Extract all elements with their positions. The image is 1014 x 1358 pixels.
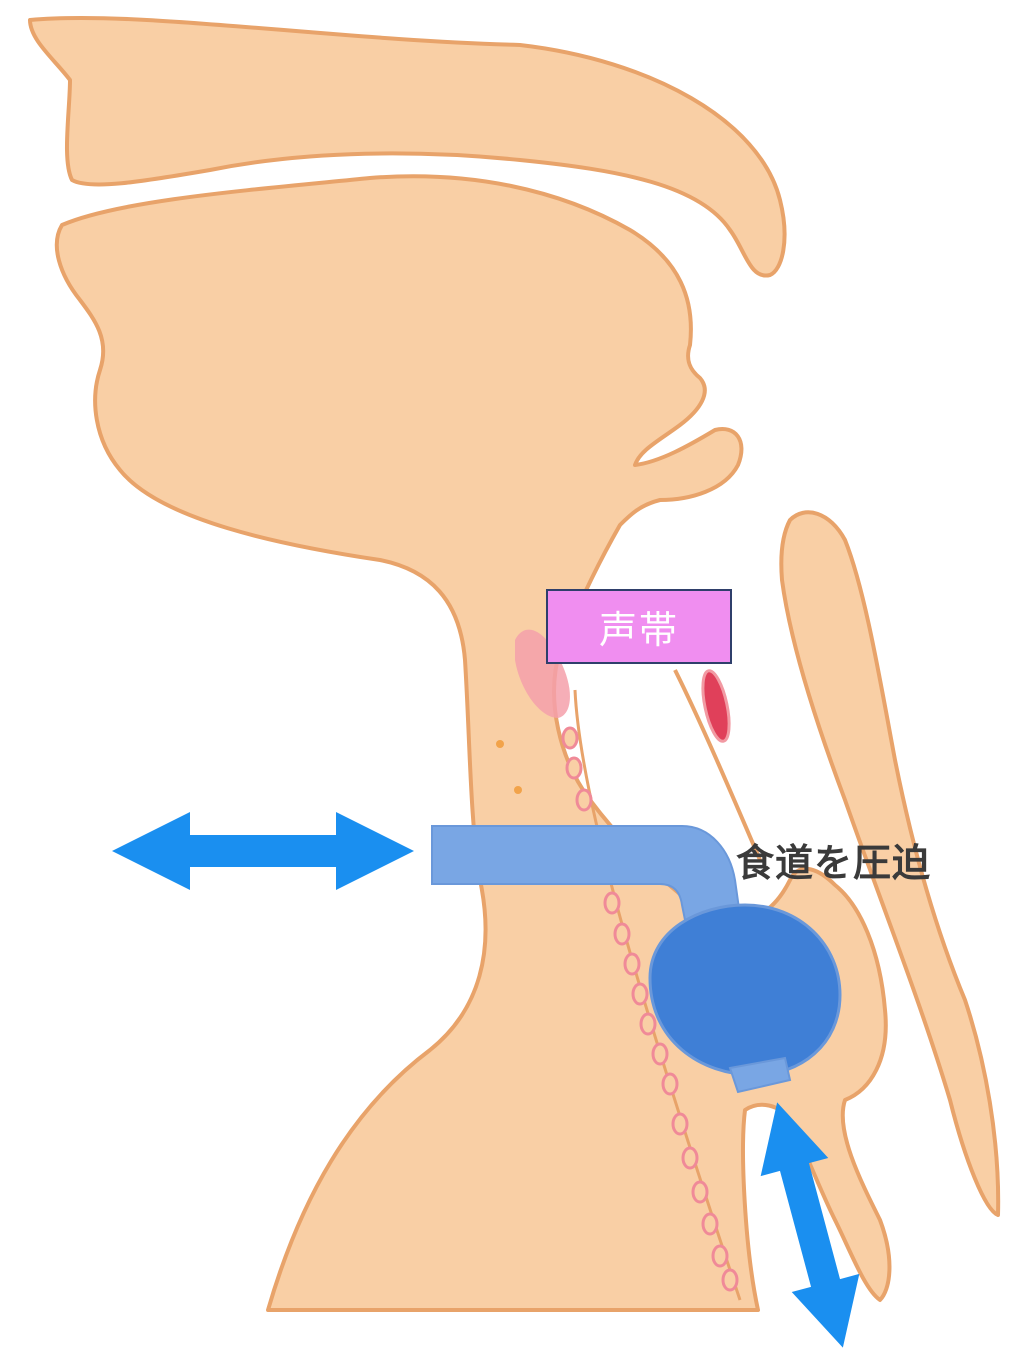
- tracheal-ring: [641, 1014, 655, 1034]
- tissue-dot: [496, 740, 504, 748]
- tracheal-ring: [567, 758, 581, 778]
- tracheal-ring: [633, 984, 647, 1004]
- horizontal-arrow-icon: [112, 812, 414, 890]
- tongue-and-neck: [57, 176, 890, 1310]
- vocal-cords-label: 声帯: [546, 589, 732, 664]
- tracheal-ring: [625, 954, 639, 974]
- tracheal-ring: [563, 728, 577, 748]
- tracheal-ring: [683, 1148, 697, 1168]
- tracheal-ring: [577, 790, 591, 810]
- tracheal-ring: [703, 1214, 717, 1234]
- tracheal-ring: [605, 893, 619, 913]
- tracheal-ring: [653, 1044, 667, 1064]
- tracheal-ring: [723, 1270, 737, 1290]
- tracheal-ring: [673, 1114, 687, 1134]
- tissue-dot: [514, 786, 522, 794]
- tracheal-ring: [713, 1246, 727, 1266]
- tracheal-ring: [663, 1074, 677, 1094]
- compress-esophagus-label: 食道を圧迫: [736, 832, 931, 887]
- vocal-cords-label-text: 声帯: [599, 599, 679, 654]
- tracheal-ring: [693, 1182, 707, 1202]
- tracheal-ring: [615, 924, 629, 944]
